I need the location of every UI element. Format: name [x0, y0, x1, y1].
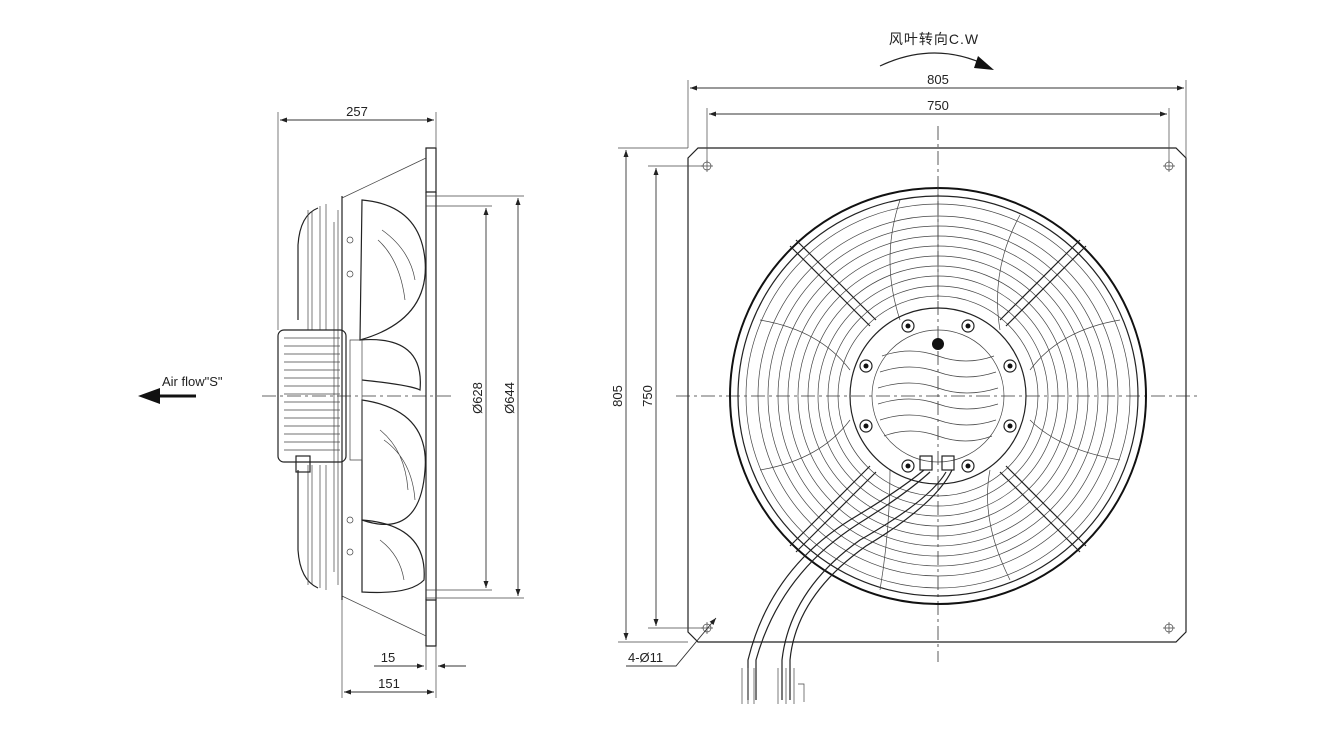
hole-spec: 4-Ø11 — [628, 650, 663, 665]
dim-width-total: 805 — [927, 72, 949, 87]
hole-leader-line — [626, 617, 717, 667]
guard-bracket — [297, 207, 319, 589]
flange-taper — [341, 157, 427, 637]
gland-right — [941, 455, 955, 471]
airflow-label: Air flow"S" — [162, 374, 223, 389]
dim-depth-total: 257 — [346, 104, 368, 119]
dim-diameter-inner: Ø628 — [470, 382, 485, 414]
power-cables — [741, 469, 953, 704]
cable-gland — [295, 455, 311, 473]
blade-profiles — [349, 199, 426, 594]
motor-hub — [849, 307, 1027, 485]
dim-depth-bottom: 151 — [378, 676, 400, 691]
dim-flange: 15 — [381, 650, 395, 665]
guard-struts — [789, 186, 1087, 553]
mounting-flange — [425, 147, 437, 647]
dim-width-holes: 750 — [927, 98, 949, 113]
gland-left — [919, 455, 933, 471]
rotation-note: 风叶转向C.W — [889, 31, 979, 47]
airflow-arrow-icon — [138, 388, 160, 404]
flange-web — [425, 192, 437, 600]
guard-spokes — [307, 204, 327, 590]
side-bolts — [346, 236, 354, 556]
dim-height-total: 805 — [610, 385, 625, 407]
side-view: 257 Ø628 Ø644 15 151 Air flow"S" — [138, 104, 524, 698]
rotation-arrow-icon — [974, 56, 994, 70]
guard-wires — [333, 210, 339, 585]
dim-diameter-outer: Ø644 — [502, 382, 517, 414]
motor-body — [277, 329, 347, 463]
motor-fins — [284, 337, 340, 451]
square-mounting-plate — [687, 147, 1187, 643]
dim-height-holes: 750 — [640, 385, 655, 407]
fan-blades — [759, 199, 1121, 591]
rotation-arc — [879, 52, 989, 67]
front-view: 风叶转向C.W 805 750 805 750 4-Ø11 — [610, 31, 1200, 704]
